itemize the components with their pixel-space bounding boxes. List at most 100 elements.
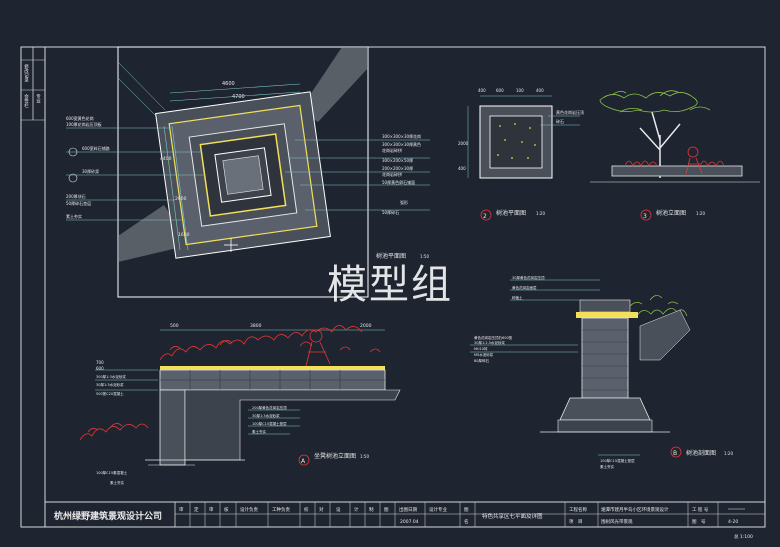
- plan-note-left: 100厚花岗岩压顶板: [66, 121, 102, 127]
- view-scale: 1:20: [696, 211, 705, 216]
- view-scale: 1:20: [724, 451, 733, 456]
- elev-a-dim: 2000: [360, 323, 372, 329]
- view-scale: 1:50: [420, 254, 429, 259]
- side-strip-label: 会签栏: [24, 93, 29, 109]
- company-name: 杭州绿野建筑景观设计公司: [54, 510, 162, 522]
- view-a-bench-elevation: 500 3800 2000 700 600 300: [79, 323, 401, 485]
- title-role: 设计专业: [429, 506, 447, 513]
- elev-a-note-mid: 素土夯实: [252, 429, 266, 434]
- view-label: 3: [643, 213, 647, 220]
- section-b-note-left: 黄色花岗岩压顶石600宽: [474, 335, 513, 340]
- elev-a-note-left: 700: [96, 360, 104, 365]
- view-label: B: [673, 450, 677, 457]
- small-plan-dim: 400: [478, 88, 486, 93]
- project-label: 工程名称: [569, 506, 587, 513]
- elev-a-note-left: 30厚1:3水泥砂浆: [96, 382, 124, 387]
- crosshair-cursor-icon: [224, 238, 238, 252]
- title-role: 设计负责: [240, 506, 258, 513]
- view-1-tree-pool-plan: 4600 4700 4400 2000 1600 600宽黄色花岗 100厚花岗…: [66, 46, 430, 298]
- view-scale: 1:20: [536, 211, 545, 216]
- title-role: 图: [384, 507, 389, 513]
- section-b-note-left: 80厚碎石: [474, 358, 489, 363]
- item-label: 项 目: [569, 519, 583, 525]
- plan-note-right: 50厚黄色卵石铺面: [382, 179, 415, 185]
- title-role: 审: [209, 506, 214, 513]
- title-role: 制: [369, 506, 374, 513]
- section-b-note-bottom: 素土夯实: [600, 464, 614, 469]
- plan-note-right: 300×300×30厚黄色: [382, 141, 421, 147]
- job-label: 工 程 号: [692, 506, 709, 513]
- plan-note-right: 300×200×50厚: [382, 158, 413, 163]
- section-b-note-left: M5水泥砂浆: [474, 352, 494, 357]
- plan-dim-top: 4600: [222, 81, 235, 87]
- plan-note-right: 300×300×30厚花岗: [382, 133, 421, 139]
- elev-a-note-mid: 100厚C15混凝土垫层: [252, 421, 287, 426]
- plan-note-right: 花岗岩碎拼: [382, 147, 402, 153]
- plan-note-right: 50厚碎石: [382, 209, 399, 215]
- title-role: 图: [464, 507, 469, 513]
- elev-a-note-mid: 200厚黄色花岗岩压顶: [252, 405, 287, 410]
- plan-note-left: 600宽黄色花岗: [66, 115, 94, 121]
- section-b-note-top: 种植土: [512, 295, 523, 300]
- item-name: 围树风光带景观: [601, 518, 633, 525]
- title-block: 杭州绿野建筑景观设计公司 审 定 审 核 设计负责 工种负责 校 对 设 计 制…: [44, 501, 766, 540]
- plan-note-left: 600宽碎石铺路: [82, 145, 110, 151]
- side-strip-label: 专业: [36, 93, 41, 104]
- plan-note-left: 素土夯实: [66, 213, 82, 219]
- small-plan-dim: 400: [458, 166, 466, 171]
- sheet-number: 4-20: [728, 519, 738, 525]
- side-strip: 修改记录 会签栏 专业: [20, 47, 45, 121]
- title-role: 核: [224, 506, 229, 513]
- plan-note-right: 花岗岩碎拼: [382, 171, 402, 177]
- elev-a-note-left: 600: [96, 366, 104, 371]
- view-3-tree-pool-elevation: 3 树池立面图 1:20: [590, 90, 760, 221]
- title-role: 审: [179, 506, 184, 513]
- title-role: 工种负责: [272, 506, 290, 513]
- plan-note-left: 50厚碎石垫层: [66, 200, 91, 206]
- title-role: 对: [319, 506, 324, 513]
- section-b-note-left: 30厚1:2.5水泥砂浆: [474, 340, 505, 345]
- drawing-date: 2007.04: [400, 519, 419, 525]
- elev-a-note-left: 300厚1:3水泥砂浆: [96, 374, 126, 379]
- title-role: 定: [194, 506, 199, 513]
- section-b-note-top: 黄色花岗岩面层: [512, 285, 537, 290]
- view-title: 树池平面图: [376, 252, 406, 260]
- elev-a-note-mid: 30厚1:3水泥砂浆: [252, 413, 280, 418]
- section-b-note-bottom: 100厚C15混凝土垫层: [600, 458, 635, 463]
- section-b-note-top: 30厚黄色花岗岩压顶: [512, 275, 545, 280]
- title-role: 计: [354, 506, 359, 513]
- scale-note: 总 1:100: [734, 533, 753, 540]
- view-title: 树池平面图: [496, 209, 526, 217]
- side-strip-label: 修改记录: [24, 63, 29, 83]
- small-plan-dim: 600: [496, 88, 504, 93]
- elev-a-note-bottom: 100厚C15素混凝土: [96, 470, 128, 475]
- section-b-note-left: MU10砖: [474, 346, 488, 351]
- small-plan-dim: 400: [536, 88, 544, 93]
- title-role: 名: [464, 518, 469, 525]
- plan-dim-top: 4700: [232, 94, 245, 100]
- small-plan-dim: 2000: [458, 141, 469, 146]
- title-role: 校: [304, 506, 309, 513]
- title-role: 出图日期: [399, 506, 417, 513]
- view-title: 树池剖面图: [686, 449, 716, 457]
- view-scale: 1:50: [360, 454, 369, 459]
- plan-dim-left: 1600: [178, 232, 190, 238]
- plan-dim-left: 4400: [160, 156, 172, 162]
- plan-note-right: 弧形: [400, 199, 408, 205]
- small-plan-note: 碎石: [556, 118, 564, 124]
- view-title: 坐凳树池立面图: [314, 452, 356, 460]
- drawing-name: 特色共享区七平面及详图: [482, 512, 543, 520]
- small-plan-dim: 100: [516, 88, 524, 93]
- view-b-tree-pool-section: 30厚黄色花岗岩压顶 黄色花岗岩面层 种植土 黄色花岗岩压顶石600宽 30厚1…: [470, 275, 733, 469]
- view-label: 2: [483, 213, 487, 220]
- elev-a-note-bottom: 素土夯实: [110, 480, 124, 485]
- project-name: 湘潭市建月半岛小区环境景观设计: [601, 506, 669, 513]
- title-role: 设: [336, 506, 341, 513]
- view-title: 树池立面图: [656, 209, 686, 217]
- elev-a-dim: 3800: [250, 323, 262, 329]
- view-2-tree-pool-plan: 400 600 100 400 2000 400 黄色花岗岩压顶 碎石 2 树池…: [458, 88, 584, 221]
- view-label: A: [301, 458, 306, 465]
- plan-note-left: 30厚砂浆: [82, 168, 99, 174]
- small-plan-note: 黄色花岗岩压顶: [556, 109, 584, 115]
